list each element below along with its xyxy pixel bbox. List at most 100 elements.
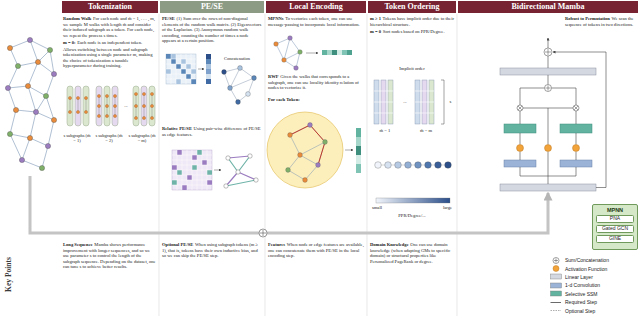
pe-se-matrix: [166, 54, 171, 59]
pe-se-matrix: [206, 74, 211, 79]
input-graph: [27, 37, 32, 42]
lead-heading: RWF: [268, 74, 279, 79]
legend-sample: [550, 282, 562, 289]
legend-text: Linear Layer: [565, 274, 593, 280]
section-header: Bidirectional Mamba: [458, 1, 638, 13]
token-order-figure: [441, 80, 444, 124]
lead-heading: PE/SE: [162, 16, 175, 21]
relative-pe-se: [172, 165, 177, 170]
body-text: Concatenation: [224, 56, 250, 61]
legend-swatch: [551, 283, 562, 288]
subgraph-tokens: [67, 86, 155, 126]
sum-symbol: [554, 258, 558, 262]
text-block: Optional PE/SEWhen using subgraph tokens…: [162, 242, 262, 259]
local-encoding-figure: [308, 123, 313, 128]
node-label: Local Encoding: [289, 3, 343, 12]
column-rules: [367, 14, 368, 316]
legend-sample: [550, 307, 562, 314]
subgraph-tokens: [76, 96, 79, 99]
token-order-figure: [425, 162, 432, 169]
local-encoding-figure: [303, 178, 308, 183]
input-graph: [25, 83, 30, 88]
subgraph-tokens: [133, 86, 139, 126]
token-order-figure: [375, 162, 382, 169]
pe-se-matrix: [166, 54, 256, 104]
body-text: s: [450, 99, 452, 104]
relative-pe-se: [248, 154, 252, 158]
pe-se-matrix: [181, 69, 186, 74]
relative-pe-se: [172, 180, 177, 185]
local-encoding-figure: [298, 50, 303, 55]
local-encoding-figure: [327, 50, 332, 55]
flow-arrow: [30, 176, 548, 237]
subgraph-tokens: [113, 104, 116, 107]
text-block: m = 0:Each node is an independent token.: [63, 40, 157, 46]
relative-pe-se: [182, 185, 187, 190]
relative-pe-se: [177, 170, 182, 175]
pe-se-matrix: [238, 66, 243, 71]
local-encoding-figure: [288, 125, 325, 180]
subgraph-tokens: [97, 94, 100, 97]
body-text: s subgraphs (m̂ = m): [128, 133, 155, 143]
body-text: ...: [403, 99, 406, 104]
mamba-block: [517, 145, 580, 152]
subgraph-tokens: [105, 104, 108, 107]
legend-text: Activation Function: [565, 266, 607, 272]
relative-pe-se: [207, 180, 212, 185]
body-text: Allows switching between node and subgra…: [63, 47, 152, 69]
pe-se-matrix: [198, 69, 204, 70]
figure-label: m̂ = m: [411, 128, 441, 134]
pe-se-matrix: [206, 69, 211, 74]
subgraph-tokens: [113, 94, 116, 97]
input-graph: [7, 131, 12, 136]
pe-se-matrix: [228, 86, 233, 91]
local-encoding-figure: [286, 123, 328, 183]
pe-se-matrix: [166, 54, 196, 84]
text-block: For each Token:: [268, 97, 364, 103]
pe-se-matrix: [171, 59, 176, 64]
mamba-block: [518, 49, 578, 110]
node-label: PE/SE: [201, 3, 223, 12]
relative-pe-se: [202, 160, 207, 165]
local-encoding-figure: [288, 133, 293, 138]
pe-se-matrix: [206, 59, 211, 64]
pe-se-matrix: [166, 54, 196, 84]
lead-heading: Relative PE/SE: [162, 126, 192, 131]
input-graph: [15, 63, 20, 68]
subgraph-tokens: [142, 92, 145, 95]
pe-se-matrix: [206, 79, 211, 84]
mamba-block: [520, 56, 576, 184]
lead-heading: Domain Knowledge: [370, 242, 409, 247]
node-label: Bidirectional Mamba: [512, 3, 585, 12]
legend: Sum/ConcatenationActivation FunctionLine…: [550, 256, 609, 315]
column-rules: [159, 14, 457, 316]
token-order-figure: [374, 80, 434, 124]
relative-pe-se: [177, 150, 182, 155]
text-block: Relative PE/SEUsing pair-wise difference…: [162, 126, 262, 137]
section-header: Local Encoding: [266, 1, 366, 13]
local-encoding-figure: [286, 168, 291, 173]
relative-pe-se: [226, 156, 256, 186]
pe-se-matrix: [206, 54, 211, 59]
pe-se-matrix: [252, 76, 257, 81]
subgraph-tokens: [67, 86, 155, 126]
figure-label: large: [428, 205, 452, 211]
required-line: [551, 302, 562, 303]
relative-pe-se: [214, 170, 221, 171]
figure-label: s subgraphs (m̂ = m): [127, 133, 157, 144]
mpnn-panel: MPNNPNAGated GCNGINE: [592, 204, 638, 250]
pe-se-matrix: [224, 68, 254, 102]
relative-pe-se: [224, 154, 258, 188]
local-encoding-figure: [306, 53, 318, 54]
figure-label: ...: [398, 99, 412, 105]
local-encoding-figure: [345, 150, 353, 151]
input-graph: [5, 37, 56, 170]
local-encoding-figure: [322, 50, 327, 55]
subgraph-tokens: [141, 86, 147, 126]
pe-se-matrix: [206, 64, 211, 69]
legend-text: Sum/Concatenation: [565, 257, 609, 263]
token-order-figure: [415, 162, 422, 169]
local-encoding-figure: [298, 153, 303, 158]
mamba-block: [545, 145, 552, 152]
